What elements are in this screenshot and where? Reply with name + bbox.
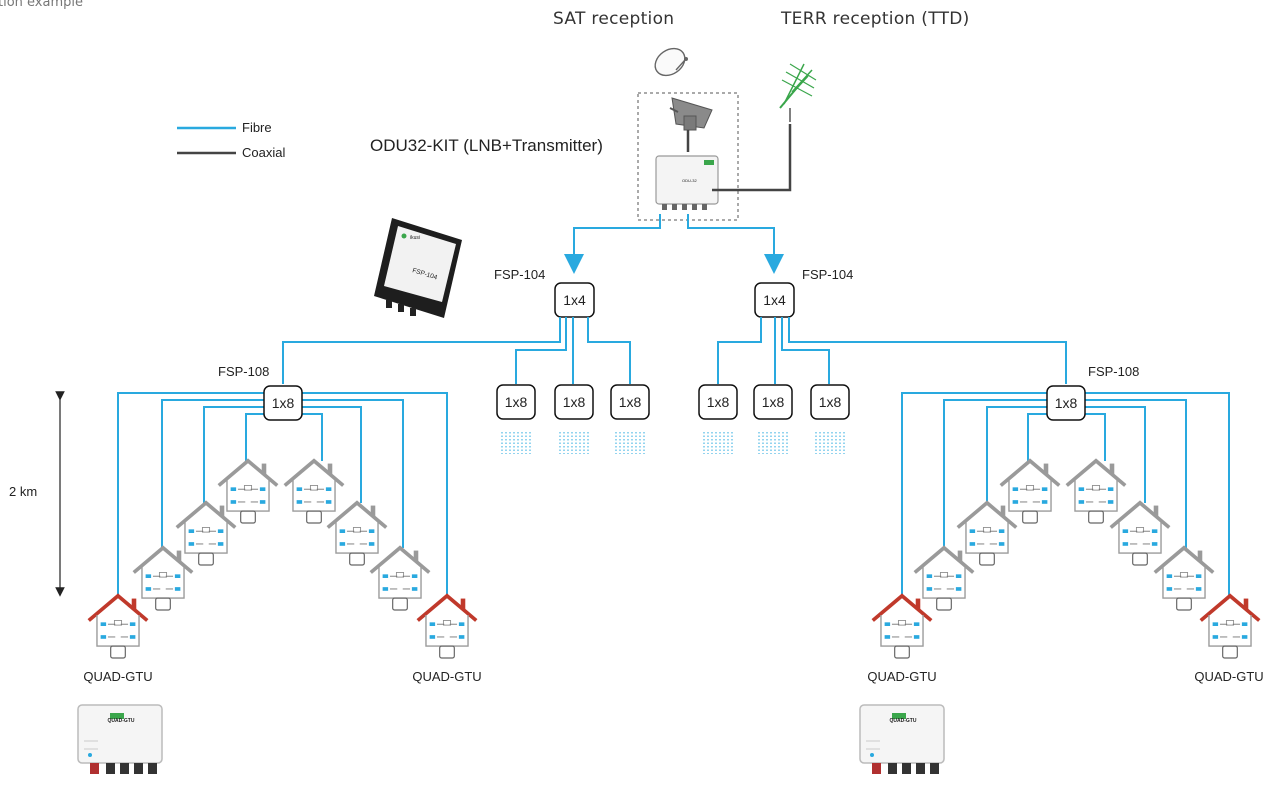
svg-text:1x8: 1x8	[563, 394, 586, 410]
house-right-4	[998, 458, 1062, 524]
quad-gtu-device-left: QUAD-GTU	[77, 704, 163, 775]
legend-fibre-label: Fibre	[242, 120, 272, 135]
fsp108-right-label: FSP-108	[1088, 364, 1139, 379]
splitter-1x8-mid-2: 1x8	[554, 384, 594, 454]
svg-text:QUAD-GTU: QUAD-GTU	[108, 718, 135, 724]
distance-label: 2 km	[9, 484, 37, 499]
house-right-3	[955, 500, 1019, 566]
svg-text:1x8: 1x8	[272, 395, 295, 411]
house-left-4	[216, 458, 280, 524]
quad-gtu-device-right: QUAD-GTU	[859, 704, 945, 775]
fibres-left-1x8-outputs	[117, 392, 448, 596]
svg-text:1x4: 1x4	[763, 292, 786, 308]
gtu-label-left-2: QUAD-GTU	[412, 669, 481, 684]
splitter-1x8-mid-6: 1x8	[810, 384, 850, 454]
house-left-1	[86, 593, 150, 659]
house-right-8	[1198, 593, 1262, 659]
splitter-1x8-mid-5: 1x8	[753, 384, 793, 454]
legend-coaxial-label: Coaxial	[242, 145, 285, 160]
transmitter-icon: ODU-32	[655, 155, 719, 210]
svg-text:1x4: 1x4	[563, 292, 586, 308]
splitter-1x8-mid-1: 1x8	[496, 384, 536, 454]
fibre-odu-to-left-1x4	[564, 214, 661, 274]
svg-text:1x8: 1x8	[1055, 395, 1078, 411]
splitter-1x8-mid-3: 1x8	[610, 384, 650, 454]
house-left-8	[415, 593, 479, 659]
house-right-5	[1064, 458, 1128, 524]
page-title: tion example	[0, 0, 83, 10]
svg-text:1x8: 1x8	[505, 394, 528, 410]
gtu-label-right-2: QUAD-GTU	[1194, 669, 1263, 684]
fsp104-device-image: ikusi FSP-104	[374, 218, 462, 318]
svg-text:1x8: 1x8	[619, 394, 642, 410]
gtu-label-right-1: QUAD-GTU	[867, 669, 936, 684]
house-left-2	[131, 545, 195, 611]
fsp108-left-label: FSP-108	[218, 364, 269, 379]
fibres-left-1x4-outputs	[282, 317, 631, 384]
svg-text:1x8: 1x8	[707, 394, 730, 410]
fibres-right-1x4-outputs	[717, 317, 1067, 384]
fsp104-left-label: FSP-104	[494, 267, 545, 282]
splitter-1x8-left: 1x8	[263, 385, 303, 421]
odu32-kit-label: ODU32-KIT (LNB+Transmitter)	[370, 136, 603, 155]
gtu-label-left-1: QUAD-GTU	[83, 669, 152, 684]
house-left-6	[325, 500, 389, 566]
satellite-dish-icon	[654, 47, 688, 77]
svg-text:1x8: 1x8	[819, 394, 842, 410]
sat-reception-label: SAT reception	[553, 9, 675, 29]
house-left-3	[174, 500, 238, 566]
house-left-7	[368, 545, 432, 611]
lnb-icon	[669, 97, 713, 131]
house-right-6	[1108, 500, 1172, 566]
coax-transmitter-to-antenna	[712, 124, 792, 192]
fibres-right-1x8-outputs	[901, 392, 1230, 596]
splitter-1x8-mid-4: 1x8	[698, 384, 738, 454]
splitter-1x4-right: 1x4	[754, 282, 795, 318]
terr-reception-label: TERR reception (TTD)	[781, 9, 970, 29]
svg-text:QUAD-GTU: QUAD-GTU	[890, 718, 917, 724]
svg-text:ikusi: ikusi	[410, 235, 420, 241]
house-left-5	[282, 458, 346, 524]
house-right-1	[870, 593, 934, 659]
fsp104-right-label: FSP-104	[802, 267, 853, 282]
svg-text:ODU-32: ODU-32	[682, 178, 697, 183]
terrestrial-antenna-icon	[779, 63, 817, 122]
fibre-odu-to-right-1x4	[687, 214, 784, 274]
splitter-1x4-left: 1x4	[554, 282, 595, 318]
splitter-1x8-right: 1x8	[1046, 385, 1086, 421]
house-right-2	[912, 545, 976, 611]
svg-text:1x8: 1x8	[762, 394, 785, 410]
house-right-7	[1152, 545, 1216, 611]
